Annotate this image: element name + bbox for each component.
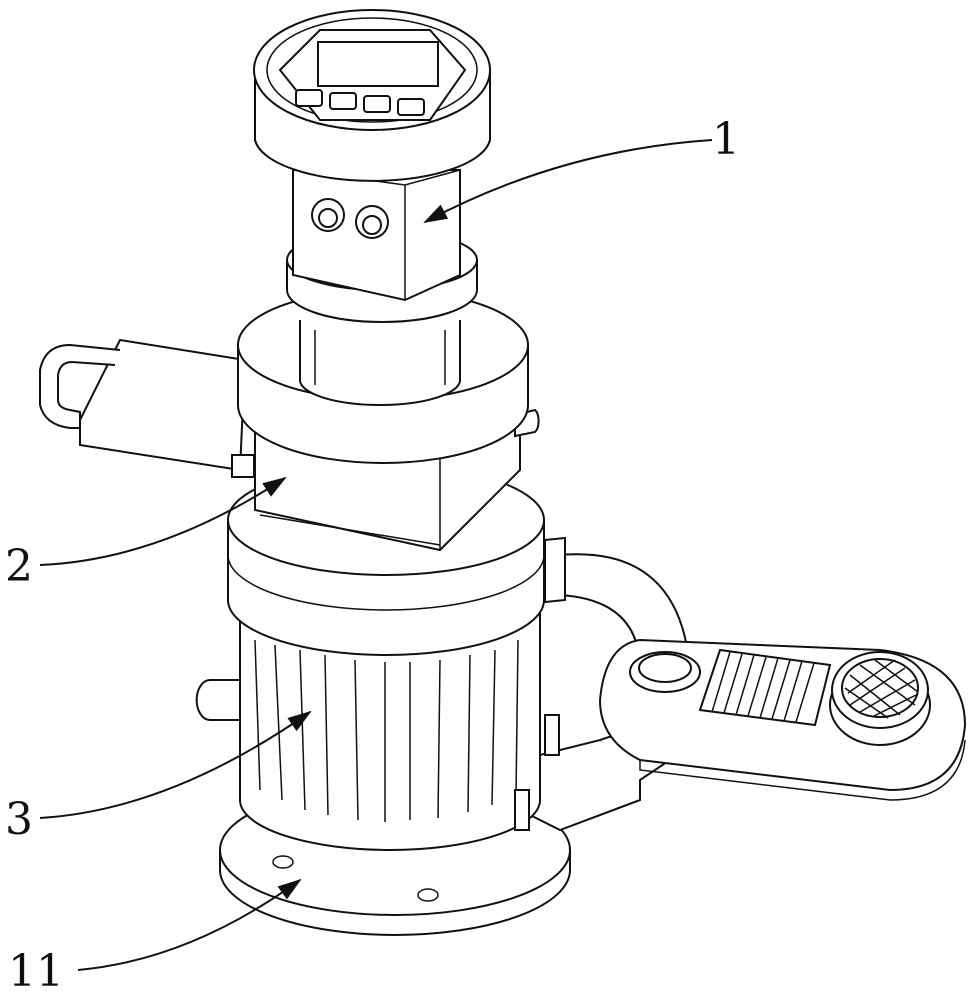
display-screen [317,41,439,87]
connector-right [355,205,389,239]
round-filter [829,651,931,746]
motor-body [195,609,560,851]
key-1 [295,89,323,107]
arm-plate [598,638,967,801]
stem [299,320,461,406]
label-3: 3 [5,794,33,845]
sensor-housing [292,169,461,302]
leader-1 [423,139,713,223]
display-head [253,9,491,182]
vent-grille [698,648,832,727]
leader-11 [77,878,302,971]
label-1: 1 [712,114,740,165]
key-3 [363,95,391,113]
label-2: 2 [5,541,33,592]
key-2 [329,92,357,110]
label-11: 11 [8,946,64,997]
key-4 [397,98,425,116]
connector-left [311,198,345,232]
handle [39,338,255,478]
leader-2 [39,476,287,566]
leader-3 [39,710,312,819]
